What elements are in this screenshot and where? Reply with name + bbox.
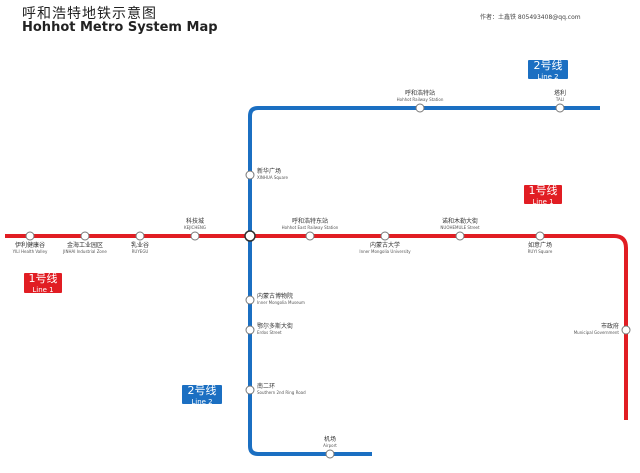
line-2-badge-bottom-en: Line 2 [191, 397, 213, 406]
line-1-station-1-label-cn: 伊利健康谷 [15, 241, 45, 249]
line-2-badge-top-en: Line 2 [537, 72, 559, 81]
line-2-station-6-label-en: Southern 2nd Ring Road [257, 390, 306, 395]
line-1-station-4-marker[interactable] [190, 231, 200, 241]
line-2-station-4-marker[interactable] [245, 295, 255, 305]
line-2-track [248, 106, 600, 456]
line-1-station-7-label-en: NUOHEMULE Street [440, 225, 480, 230]
line-1-station-5-label-cn: 呼和浩特东站 [292, 217, 328, 225]
line-2-station-5-marker[interactable] [245, 325, 255, 335]
line-1-station-8-marker[interactable] [535, 231, 545, 241]
line-1-station-2-marker[interactable] [80, 231, 90, 241]
line-1-badge-left: 1号线 Line 1 [24, 272, 62, 294]
line-1-station-1-marker[interactable] [25, 231, 35, 241]
line-1-station-9-label-en: Municipal Government [574, 330, 620, 335]
line-2-station-7-marker[interactable] [325, 449, 335, 459]
line-2-station-2-label-en: Hohhot Railway Station [397, 97, 444, 102]
line-2-badge-bottom: 2号线 Line 2 [182, 384, 222, 406]
map-title-cn: 呼和浩特地铁示意图 [22, 6, 157, 22]
line-1-station-9-label-cn: 市政府 [601, 322, 619, 330]
line-1-station-3-label-en: RUYEGU [132, 249, 149, 254]
map-title-en: Hohhot Metro System Map [22, 20, 218, 35]
line-2-badge-top-cn: 2号线 [533, 59, 563, 72]
line-1-badge-right: 1号线 Line 1 [524, 184, 562, 206]
line-2-station-6-marker[interactable] [245, 385, 255, 395]
line-2-station-7-label-cn: 机场 [324, 435, 336, 443]
author-credit: 作者：土鑫铁 805493408@qq.com [480, 14, 581, 21]
line-1-station-8-label-en: RUYI Square [528, 249, 553, 254]
line-1-station-8-label-cn: 如意广场 [528, 241, 552, 249]
line-2-station-1-label-cn: 塔利 [554, 89, 566, 97]
line-2-badge-bottom-cn: 2号线 [187, 384, 217, 397]
line-2-station-2-label-cn: 呼和浩特站 [405, 89, 435, 97]
line-2-station-2-marker[interactable] [415, 103, 425, 113]
line-1-station-9-marker[interactable] [621, 325, 631, 335]
line-2-station-1-label-en: TALI [555, 97, 564, 102]
line-1-station-4-label-cn: 科技城 [186, 217, 204, 225]
line-1-station-6-label-en: Inner Mongolia University [359, 249, 411, 254]
line-2-station-7-label-en: Airport [323, 443, 337, 448]
line-2-badge-top: 2号线 Line 2 [528, 59, 568, 81]
line-1-station-2-label-cn: 金海工业园区 [67, 241, 103, 249]
line-2-station-6-label-cn: 南二环 [257, 382, 275, 390]
line-1-station-4-label-en: KEJICHENG [184, 225, 206, 230]
line-2-station-3-label-cn: 新华广场 [257, 167, 281, 175]
line-1-station-1-label-en: YILI Health Valley [12, 249, 48, 254]
interchange-marker[interactable] [244, 230, 256, 242]
line-1-badge-left-cn: 1号线 [28, 272, 58, 285]
line-1-station-5-marker[interactable] [305, 231, 315, 241]
line-2-station-3-marker[interactable] [245, 170, 255, 180]
line-1-station-2-label-en: JINHAI Industrial Zone [62, 249, 107, 254]
line-1-badge-right-en: Line 1 [532, 197, 554, 206]
line-2-station-4-label-en: Inner Mongolia Museum [257, 300, 305, 305]
line-2-station-5-label-en: Erdos Street [257, 330, 282, 335]
line-1-badge-left-en: Line 1 [32, 285, 54, 294]
line-1-badge-right-cn: 1号线 [528, 184, 558, 197]
line-1-track [5, 234, 628, 420]
line-2-station-1-marker[interactable] [555, 103, 565, 113]
line-2-station-3-label-en: XINHUA Square [257, 175, 288, 180]
line-2-station-4-label-cn: 内蒙古博物院 [257, 292, 293, 300]
line-1-station-3-label-cn: 乳业谷 [131, 241, 149, 249]
line-1-station-6-label-cn: 内蒙古大学 [370, 241, 400, 249]
line-1-station-7-label-cn: 诺和木勒大街 [442, 217, 478, 225]
line-1-station-5-label-en: Hohhot East Railway Station [282, 225, 339, 230]
line-1-station-3-marker[interactable] [135, 231, 145, 241]
line-1-station-6-marker[interactable] [380, 231, 390, 241]
line-2-station-5-label-cn: 鄂尔多斯大街 [257, 322, 293, 330]
line-1-station-7-marker[interactable] [455, 231, 465, 241]
